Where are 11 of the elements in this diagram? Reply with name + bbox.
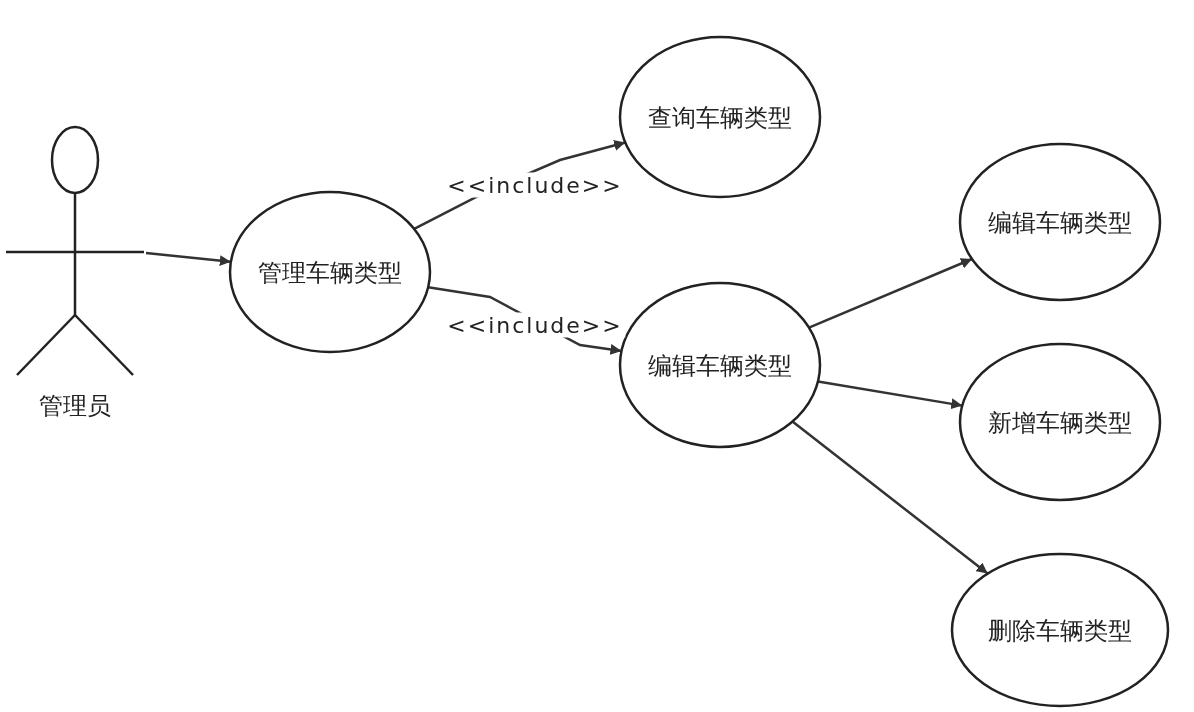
use-case-label: 编辑车辆类型 <box>987 208 1133 239</box>
arrow <box>145 251 231 267</box>
use-case-label: 编辑车辆类型 <box>647 351 793 382</box>
use-case-label: 新增车辆类型 <box>987 408 1133 439</box>
use-case-label: 删除车辆类型 <box>987 616 1133 647</box>
arrow <box>817 380 963 410</box>
use-case-label: 管理车辆类型 <box>257 258 403 289</box>
arrow <box>808 257 973 329</box>
use-case-label: 查询车辆类型 <box>647 103 793 134</box>
actor-name: 管理员 <box>38 391 112 422</box>
arrow <box>791 420 989 575</box>
